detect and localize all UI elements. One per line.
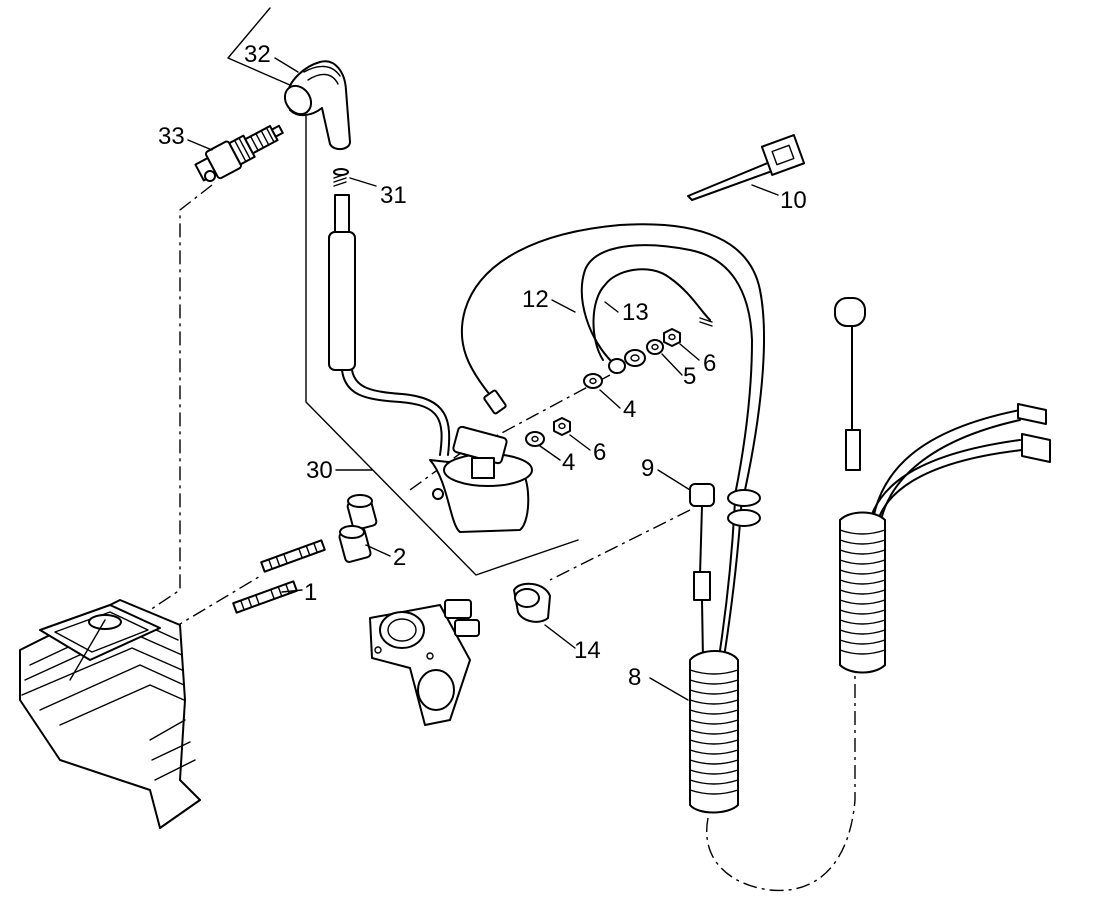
grommet-part-14[interactable] xyxy=(513,582,551,623)
engine-cylinder xyxy=(19,599,201,829)
alignment-lines xyxy=(149,184,856,892)
ground-wire-part-13[interactable] xyxy=(580,244,753,496)
callout-33: 33 xyxy=(158,123,185,150)
callout-8: 8 xyxy=(628,664,641,691)
spacer-sleeves-part-2[interactable] xyxy=(338,494,378,563)
callout-31: 31 xyxy=(380,182,407,209)
callout-12: 12 xyxy=(522,286,549,313)
callout-4-lower: 4 xyxy=(562,449,575,476)
callout-30: 30 xyxy=(306,457,333,484)
callout-1: 1 xyxy=(304,579,317,606)
callout-labels: 33 32 31 30 2 1 12 13 10 6 5 4 4 6 9 14 … xyxy=(158,41,807,691)
ignition-module-part-30[interactable] xyxy=(328,194,533,533)
spark-plug-part-33[interactable] xyxy=(193,116,288,186)
studs-part-1[interactable] xyxy=(232,539,326,614)
callout-32: 32 xyxy=(244,41,271,68)
callout-4-upper: 4 xyxy=(623,396,636,423)
callout-6-upper: 6 xyxy=(703,350,716,377)
callout-9: 9 xyxy=(641,455,654,482)
callout-14: 14 xyxy=(574,637,601,664)
spring-part-31[interactable] xyxy=(333,168,349,187)
short-circuit-wire-part-12[interactable] xyxy=(460,223,766,491)
callout-10: 10 xyxy=(780,187,807,214)
handle-cable-conduit xyxy=(834,297,1051,674)
callout-6-lower: 6 xyxy=(593,439,606,466)
callout-13: 13 xyxy=(622,299,649,326)
throttle-cable-part-9[interactable] xyxy=(689,483,761,671)
carburetor xyxy=(369,599,480,726)
cable-tie-part-10[interactable] xyxy=(687,134,806,201)
ignition-group-outline xyxy=(227,7,579,576)
washers-and-nuts[interactable] xyxy=(525,328,681,447)
conduit-part-8[interactable] xyxy=(689,650,739,814)
callout-5: 5 xyxy=(683,363,696,390)
conduit-ribs xyxy=(689,669,739,795)
callout-2: 2 xyxy=(393,544,406,571)
leader-lines xyxy=(187,57,779,701)
spark-plug-boot-part-32[interactable] xyxy=(280,60,351,150)
